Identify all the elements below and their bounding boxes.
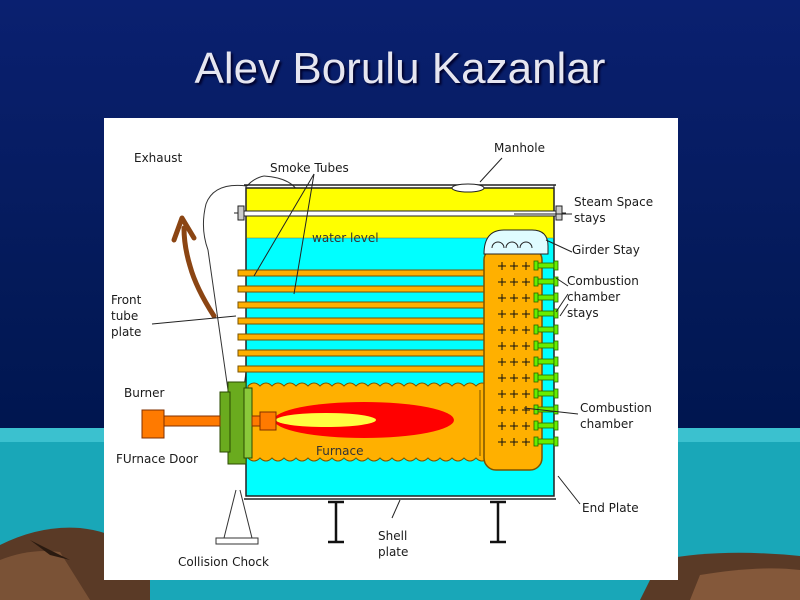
boiler-diagram: Exhaust Smoke Tubes Manhole Steam Space … xyxy=(104,118,678,580)
label-front-tube-plate-1: Front xyxy=(111,293,142,307)
label-combustion-chamber-1: Combustion xyxy=(580,401,652,415)
collision-chock xyxy=(215,537,259,545)
label-front-tube-plate-3: plate xyxy=(111,325,141,339)
slide-title: Alev Borulu Kazanlar xyxy=(194,44,606,93)
label-shell-plate-2: plate xyxy=(378,545,408,559)
label-furnace: Furnace xyxy=(316,444,364,458)
label-manhole: Manhole xyxy=(494,141,545,155)
burner-body xyxy=(141,409,165,439)
leader-lines xyxy=(151,157,581,519)
chamber-stay-crosses xyxy=(497,262,531,447)
girder-stay xyxy=(483,229,549,255)
steam-space-stay xyxy=(237,210,563,217)
label-furnace-door: FUrnace Door xyxy=(116,452,198,466)
manhole xyxy=(451,183,485,193)
label-steam-space-stays-1: Steam Space xyxy=(574,195,653,209)
label-shell-plate-1: Shell xyxy=(378,529,407,543)
exhaust-duct xyxy=(202,184,248,419)
exhaust-arrow xyxy=(181,225,217,319)
label-end-plate: End Plate xyxy=(582,501,639,515)
supports xyxy=(328,500,506,544)
label-burner: Burner xyxy=(124,386,165,400)
label-water-level: water level xyxy=(312,231,379,245)
label-combustion-chamber-stays-1: Combustion xyxy=(567,274,639,288)
combustion-chamber-stays xyxy=(533,260,559,447)
label-steam-space-stays-2: stays xyxy=(574,211,606,225)
combustion-chamber xyxy=(483,247,543,471)
label-combustion-chamber-stays-3: stays xyxy=(567,306,599,320)
label-smoke-tubes: Smoke Tubes xyxy=(270,161,349,175)
label-combustion-chamber-stays-2: chamber xyxy=(567,290,620,304)
label-exhaust: Exhaust xyxy=(134,151,183,165)
label-girder-stay: Girder Stay xyxy=(572,243,640,257)
furnace-door-outer xyxy=(227,381,247,465)
burner-pipe xyxy=(159,415,221,427)
label-combustion-chamber-2: chamber xyxy=(580,417,633,431)
label-front-tube-plate-2: tube xyxy=(111,309,138,323)
label-collision-chock: Collision Chock xyxy=(178,555,269,569)
